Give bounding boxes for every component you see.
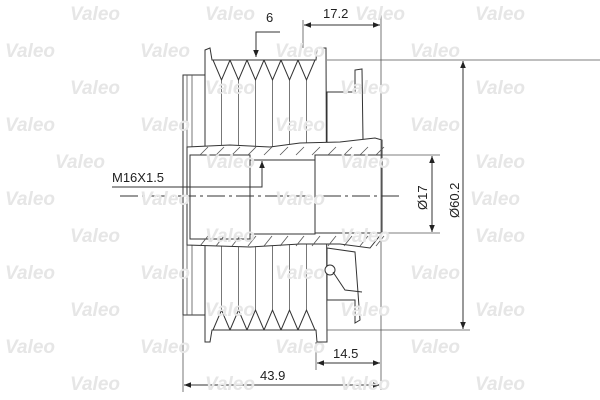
hatch-line: [199, 235, 209, 247]
label-overall-length: 43.9: [260, 368, 285, 383]
label-bore-diameter: Ø17: [415, 185, 430, 210]
hatch-line: [343, 235, 353, 247]
hatch-line: [359, 235, 369, 247]
hatch-line: [263, 235, 273, 247]
pulley-body: [182, 47, 600, 343]
hatch-line: [311, 146, 321, 156]
watermark-text: Valeo: [410, 115, 460, 136]
hatch-line: [279, 146, 289, 156]
watermark-text: Valeo: [140, 337, 190, 358]
watermark-text: Valeo: [470, 189, 520, 210]
watermark-text: Valeo: [410, 41, 460, 62]
watermark-text: Valeo: [475, 152, 525, 173]
watermark-text: Valeo: [340, 300, 390, 321]
watermark-text: Valeo: [70, 4, 120, 25]
hatch-line: [279, 235, 289, 247]
watermark-text: Valeo: [5, 115, 55, 136]
hatch-line: [295, 235, 305, 247]
label-hub-length: 17.2: [323, 6, 348, 21]
label-outer-diameter: Ø60.2: [447, 183, 462, 218]
watermark-text: Valeo: [355, 4, 405, 25]
label-thread: M16X1.5: [112, 170, 164, 185]
watermark-text: Valeo: [70, 374, 120, 395]
watermark-text: Valeo: [5, 41, 55, 62]
label-groove-count: 6: [266, 10, 273, 25]
hatch-line: [231, 146, 241, 156]
watermark-text: Valeo: [410, 337, 460, 358]
section-hatching: [199, 146, 385, 247]
dim-leader-thread: [112, 161, 265, 188]
watermark-text: Valeo: [5, 189, 55, 210]
hatch-line: [215, 235, 225, 247]
hatch-line: [327, 146, 337, 156]
hatch-line: [199, 146, 209, 156]
watermark-text: Valeo: [475, 226, 525, 247]
watermark-text: Valeo: [410, 263, 460, 284]
watermark-text: Valeo: [55, 152, 105, 173]
hatch-line: [247, 235, 257, 247]
watermark-text: Valeo: [70, 78, 120, 99]
hatch-line: [247, 146, 257, 156]
watermark-text: Valeo: [205, 4, 255, 25]
watermark-text: Valeo: [475, 374, 525, 395]
hatch-line: [295, 146, 305, 156]
hatch-line: [215, 146, 225, 156]
label-rear-length: 14.5: [333, 346, 358, 361]
watermark-text: Valeo: [475, 300, 525, 321]
hatch-line: [359, 146, 369, 156]
hatch-line: [311, 235, 321, 247]
hatch-line: [375, 146, 385, 156]
watermark-text: Valeo: [5, 337, 55, 358]
watermark-text: Valeo: [475, 78, 525, 99]
watermark-text: Valeo: [70, 300, 120, 321]
hatch-line: [263, 146, 273, 156]
dim-leader-grooves: [253, 31, 280, 57]
hatch-line: [343, 146, 353, 156]
hatch-line: [375, 235, 385, 247]
watermark-text: Valeo: [140, 41, 190, 62]
hatch-line: [327, 235, 337, 247]
watermark-text: Valeo: [70, 226, 120, 247]
hatch-line: [231, 235, 241, 247]
watermark-text: Valeo: [5, 263, 55, 284]
watermark-text: Valeo: [475, 4, 525, 25]
